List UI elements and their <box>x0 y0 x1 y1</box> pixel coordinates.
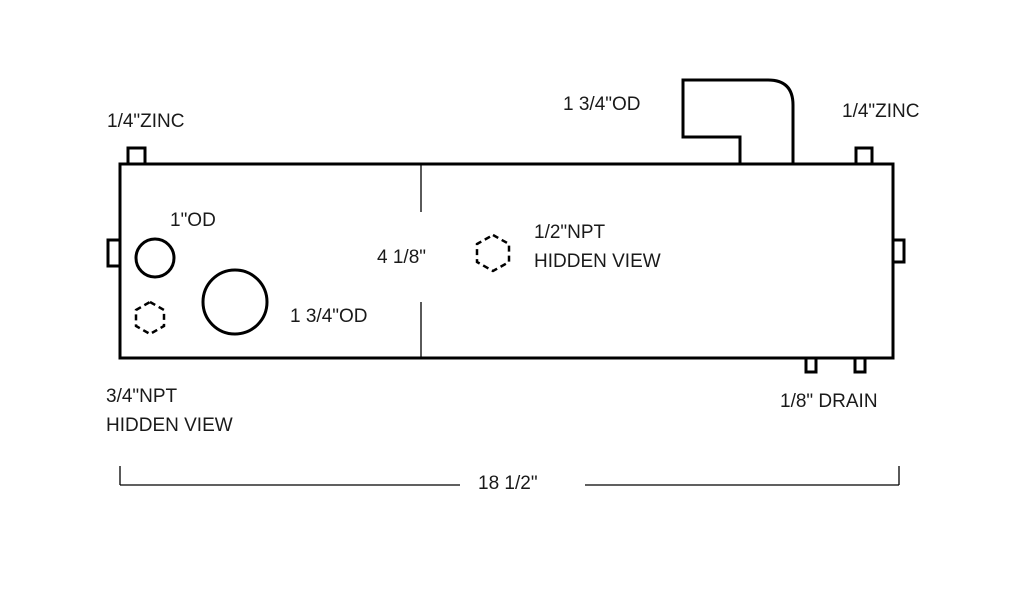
inlet-small-circle <box>134 237 176 279</box>
hidden-npt-hex-small <box>134 300 166 336</box>
tank-body <box>118 162 895 360</box>
label-npt-three-quarter: 3/4"NPT <box>106 386 178 407</box>
hidden-npt-hex-large <box>475 233 511 273</box>
side-tab-right <box>891 238 906 264</box>
label-zinc-left: 1/4"ZINC <box>107 111 184 132</box>
label-drain: 1/8" DRAIN <box>780 391 878 412</box>
zinc-fitting-right <box>854 146 874 166</box>
side-tab-left <box>106 238 122 268</box>
label-inlet-small: 1"OD <box>170 210 216 231</box>
drain-fitting-1 <box>804 356 818 374</box>
label-inlet-large: 1 3/4"OD <box>290 306 368 327</box>
drain-fitting-2 <box>853 356 867 374</box>
label-outlet-top: 1 3/4"OD <box>563 94 641 115</box>
label-npt-half: 1/2"NPT <box>534 222 606 243</box>
label-height-dim: 4 1/8" <box>377 247 426 268</box>
label-length-dim: 18 1/2" <box>478 473 538 494</box>
label-npt-three-quarter-hidden: HIDDEN VIEW <box>106 415 233 436</box>
inlet-large-circle <box>201 268 269 336</box>
zinc-fitting-left <box>126 146 147 166</box>
outlet-elbow <box>681 78 795 164</box>
label-zinc-right: 1/4"ZINC <box>842 101 919 122</box>
label-npt-half-hidden: HIDDEN VIEW <box>534 251 661 272</box>
